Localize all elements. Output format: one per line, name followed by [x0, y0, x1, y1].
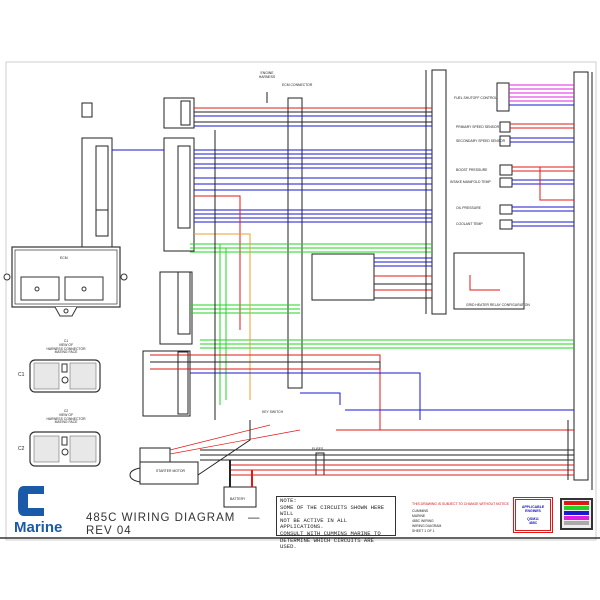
c1-view-line: C1 [63, 339, 69, 343]
c1-connector-face [29, 359, 101, 393]
wire-color-legend [560, 498, 593, 530]
title-text: 485C WIRING DIAGRAM [86, 512, 236, 524]
legend-grey [564, 521, 589, 525]
title-dash: — [247, 512, 261, 524]
fuses-label: FUSES [312, 447, 324, 451]
note-label: NOTE: [280, 497, 297, 504]
battery-box [223, 486, 257, 508]
starter-label: STARTER MOTOR [156, 469, 186, 473]
cummins-logo-icon [18, 486, 44, 516]
boost-pressure-label: BOOST PRESSURE [456, 168, 488, 172]
wire-orange [194, 233, 251, 400]
oil-pressure-sensor [499, 204, 513, 215]
legend-green [564, 506, 589, 510]
stamp-line: 485C [528, 521, 538, 525]
note-line: SOME OF THE CIRCUITS SHOWN HERE WILL [280, 503, 385, 518]
customer-connector-block [159, 271, 193, 345]
legend-red [564, 501, 589, 505]
starter-motor-box [139, 461, 199, 485]
far-right-connector-column [573, 71, 589, 481]
fuse-block [315, 452, 325, 476]
c2-view-line: VIEW OF [58, 412, 74, 417]
right-connector-column [431, 69, 447, 315]
wire-red [539, 167, 574, 201]
c1-view-line: MATING FACE [54, 350, 78, 355]
c2-view-line: HARNESS CONNECTOR [46, 416, 86, 421]
lower-connector-block [177, 351, 189, 415]
switch-panel-mid-inner [177, 145, 191, 229]
diagram-revision: REV 04 [86, 525, 132, 537]
intake-temp-label: INTAKE MANIFOLD TEMP [450, 180, 491, 184]
shutdown-switch-pins [180, 100, 191, 126]
relay-box-mid [311, 253, 375, 301]
c1-view-line: HARNESS CONNECTOR [46, 346, 86, 351]
boost-pressure-sensor [499, 164, 513, 176]
title-block-line: MARINE [412, 514, 426, 518]
c1-view-label: C1 VIEW OF HARNESS CONNECTOR MATING FACE [46, 339, 86, 355]
wire-red [169, 429, 301, 455]
title-block-line: SHEET 1 OF 1 [412, 529, 435, 533]
legend-blue [564, 511, 589, 515]
fuel-shutoff-sensor [496, 82, 510, 112]
secondary-speed-sensor [499, 135, 511, 147]
c1-view-line: VIEW OF [58, 342, 74, 347]
primary-speed-sensor [499, 121, 511, 133]
diagram-title: 485C WIRING DIAGRAM — [86, 512, 260, 524]
note-line: CONSULT WITH CUMMINS MARINE TO [280, 529, 381, 537]
aux-module-box [142, 350, 191, 417]
title-block-line: WIRING DIAGRAM [412, 524, 442, 528]
applicable-engines-stamp: APPLICABLE ENGINES QSM11 485C [513, 497, 553, 533]
grid-heater-relay-box [453, 252, 525, 310]
ecm-connector-label: ECM CONNECTOR [282, 83, 313, 87]
coolant-temp-label: COOLANT TEMP [456, 222, 483, 226]
intake-temp-sensor [499, 177, 513, 188]
wire-red [194, 195, 241, 330]
wire-black [197, 420, 251, 476]
sheet-border [5, 61, 597, 541]
ecm-connector-column [287, 97, 303, 389]
c1-tag: C1 [18, 372, 25, 378]
oem-connector-block [177, 271, 191, 335]
brand-product-line: Marine [14, 519, 63, 536]
wire-layer [112, 70, 574, 487]
engine-harness-label: ENGINE HARNESS [258, 71, 276, 79]
legend-magenta [564, 516, 589, 520]
wire-red [169, 424, 271, 451]
stamp-line: APPLICABLE [521, 505, 545, 509]
c2-tag: C2 [18, 446, 25, 452]
battery-label: BATTERY [230, 497, 246, 501]
ecm-module [3, 246, 128, 317]
c2-view-label: C2 VIEW OF HARNESS CONNECTOR MATING FACE [46, 409, 86, 425]
note-line: NOT BE ACTIVE IN ALL APPLICATIONS. [280, 516, 348, 531]
oil-pressure-label: OIL PRESSURE [456, 206, 481, 210]
c2-connector-face [29, 431, 101, 467]
title-block-line: 485C WIRING [412, 519, 434, 523]
switch-panel-left-lower [95, 209, 109, 237]
grid-heater-label: GRID HEATER RELAY CONFIGURATION [466, 303, 530, 307]
stamp-line: QSM11 [527, 517, 539, 521]
ecm-label: ECM [60, 256, 68, 260]
secondary-speed-label: SECONDARY SPEED SENSOR [456, 139, 506, 143]
wire-blue [300, 392, 341, 405]
coolant-temp-sensor [499, 219, 513, 230]
c2-view-line: C2 [63, 409, 69, 413]
wire-red [469, 275, 500, 291]
primary-speed-label: PRIMARY SPEED SENSOR [456, 125, 500, 129]
c2-view-line: MATING FACE [54, 420, 78, 425]
note-box: NOTE: SOME OF THE CIRCUITS SHOWN HERE WI… [276, 496, 396, 550]
stamp-line: ENGINES [525, 509, 541, 513]
fuel-shutoff-label: FUEL SHUTOFF CONTROL [454, 96, 497, 100]
key-switch-label: KEY SWITCH [262, 410, 284, 414]
starter-pinion [129, 467, 141, 483]
title-block-disclaimer: THIS DRAWING IS SUBJECT TO CHANGE WITHOU… [412, 502, 509, 506]
title-block-line: CUMMINS [412, 509, 429, 513]
switch-block-top-small [81, 102, 93, 118]
note-line: DETERMINE WHICH CIRCUITS ARE USED. [280, 536, 374, 551]
wire-blue [190, 372, 421, 420]
